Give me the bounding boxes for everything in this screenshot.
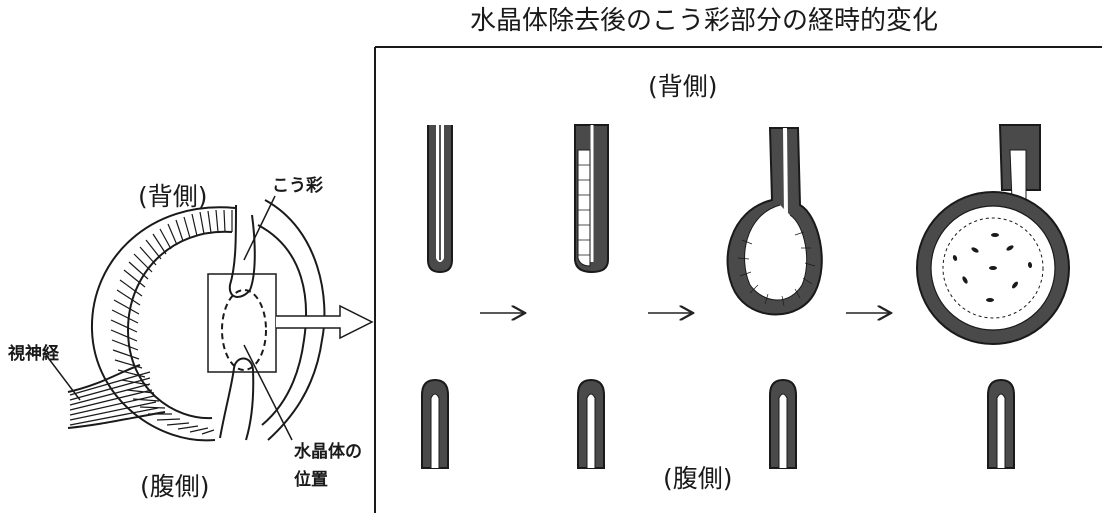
lens-position-label-line1: 水晶体の: [294, 442, 362, 462]
eye-outer-wall: [90, 206, 236, 442]
stage3-upper-iris: [726, 127, 823, 316]
lens-position-ellipse: [221, 289, 267, 371]
iris-label: こう彩: [272, 176, 323, 196]
hollow-arrow: [276, 304, 374, 340]
panel-frame: [374, 46, 1102, 513]
time-series-panel: [374, 46, 1102, 513]
iris-upper: [228, 204, 256, 298]
stage4-lens-formed: [916, 124, 1070, 345]
lens-position-label-line2: 位置: [294, 470, 328, 490]
eye-cornea: [264, 199, 326, 441]
stage1-upper-iris: [427, 125, 453, 274]
eye-diagram: [45, 195, 374, 442]
panel-ventral-label: (腹側): [663, 464, 733, 493]
optic-nerve-bundle: [69, 371, 159, 426]
nerve-leader-line: [45, 354, 81, 401]
iris-lower: [219, 357, 255, 441]
iris-leader-line: [243, 195, 276, 261]
optic-nerve-outline-top: [67, 364, 141, 393]
stage3-lower-iris: [769, 378, 797, 469]
panel-dorsal-label: (背側): [648, 72, 718, 101]
diagram-title: 水晶体除去後のこう彩部分の経時的変化: [470, 6, 939, 36]
retina-hatching: [110, 209, 233, 435]
lens-leader-line: [243, 344, 293, 441]
stage1-lower-iris: [421, 378, 449, 469]
eye-cornea-inner: [257, 224, 307, 426]
eye-retina: [126, 230, 233, 420]
optic-nerve-outline-bottom: [67, 411, 166, 429]
stage4-lower-iris: [987, 378, 1015, 469]
stage2-upper-iris: [574, 124, 609, 274]
eye-ventral-label: (腹側): [140, 472, 210, 501]
stage2-lower-iris: [577, 378, 605, 469]
eye-dorsal-label: (背側): [138, 182, 208, 211]
optic-nerve-label: 視神経: [8, 344, 59, 364]
